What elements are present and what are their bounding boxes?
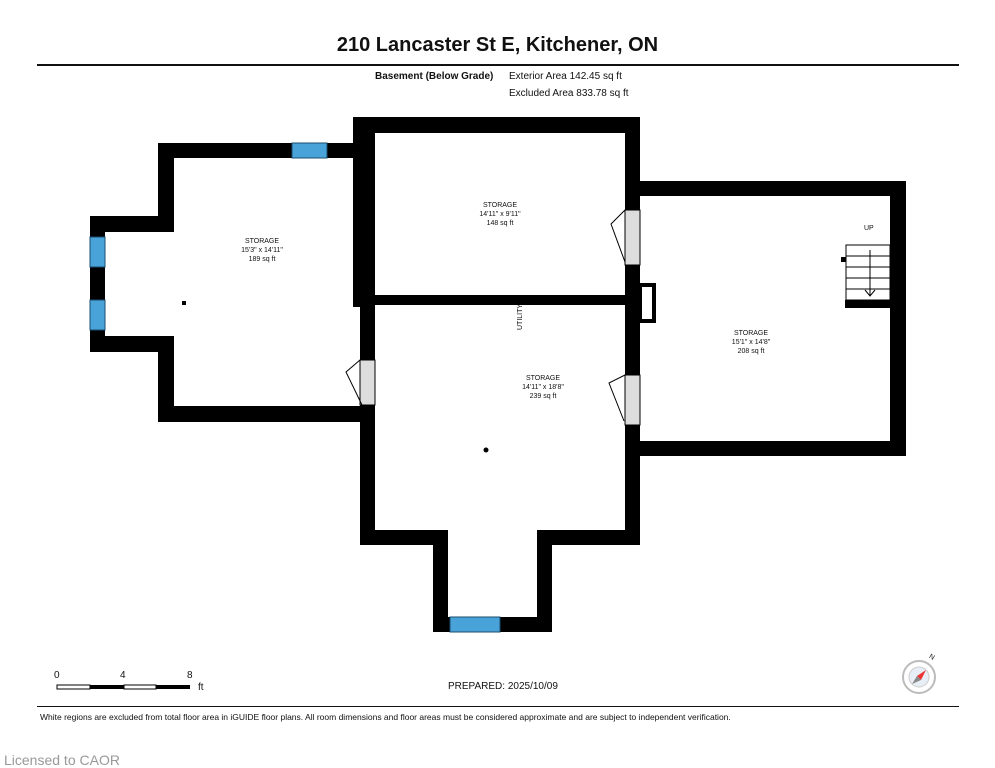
post-icon [182, 301, 186, 305]
scale-bar [56, 684, 190, 690]
excluded-area: Excluded Area 833.78 sq ft [509, 88, 629, 99]
prepared-date: PREPARED: 2025/10/09 [448, 681, 558, 692]
room-dims: 15'1" x 14'8" [731, 339, 771, 346]
room-area: 148 sq ft [486, 220, 514, 227]
stairs-up-label: UP [864, 225, 874, 232]
room-area: 208 sq ft [737, 348, 765, 355]
level-name: Basement (Below Grade) [375, 71, 494, 82]
windows [89, 142, 501, 633]
disclaimer: White regions are excluded from total fl… [40, 712, 731, 722]
stairs-icon [845, 244, 891, 301]
room-label: STORAGE 15'3" x 14'11" 189 sq ft [241, 237, 283, 264]
room-label: STORAGE 14'11" x 9'11" 148 sq ft [479, 201, 520, 228]
page-title: 210 Lancaster St E, Kitchener, ON [336, 34, 659, 56]
compass-icon [902, 660, 936, 694]
fixture-icon [483, 447, 489, 453]
room-area: 189 sq ft [248, 256, 276, 263]
room-area: 239 sq ft [529, 393, 557, 400]
scale-tick: 0 [54, 670, 60, 681]
room-name: STORAGE [482, 202, 518, 209]
license-watermark: Licensed to CAOR [4, 752, 120, 768]
room-dims: 14'11" x 18'8" [522, 384, 564, 391]
room-label: STORAGE 14'11" x 18'8" 239 sq ft [522, 374, 564, 401]
scale-tick: 4 [120, 670, 126, 681]
room-dims: 15'3" x 14'11" [241, 247, 283, 254]
scale-tick: 8 [187, 670, 193, 681]
doors [345, 209, 641, 426]
walls [90, 117, 906, 632]
footer-divider [37, 706, 959, 707]
post-icon [841, 257, 846, 262]
room-name: STORAGE [244, 238, 280, 245]
room-name: STORAGE [525, 375, 561, 382]
exterior-area: Exterior Area 142.45 sq ft [509, 71, 622, 82]
header-divider [37, 64, 959, 66]
utility-label: UTILITY [517, 303, 524, 330]
chimney [638, 283, 656, 323]
room-dims: 14'11" x 9'11" [479, 211, 521, 218]
room-name: STORAGE [733, 330, 769, 337]
scale-unit: ft [198, 682, 204, 693]
room-label: STORAGE 15'1" x 14'8" 208 sq ft [732, 329, 770, 356]
